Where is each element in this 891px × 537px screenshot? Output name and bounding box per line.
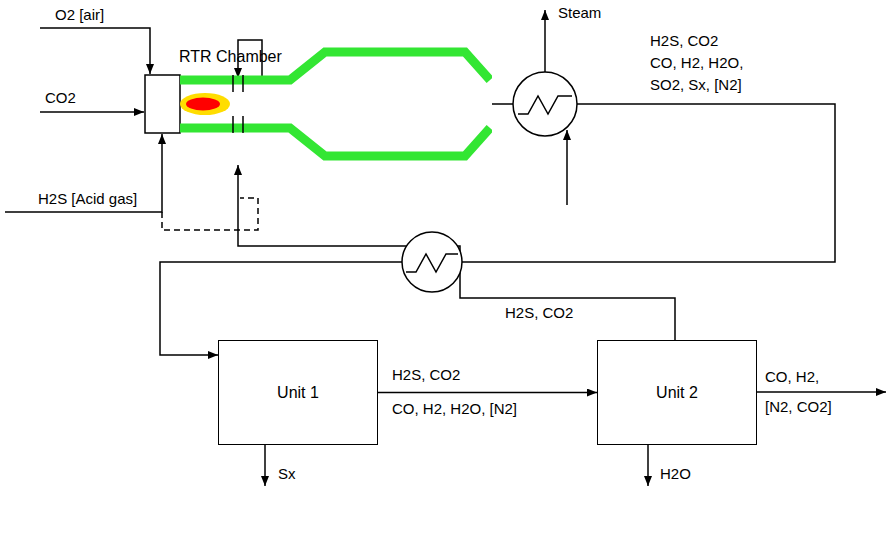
stream-label: H2S, CO2 (392, 366, 460, 384)
stream-label: CO, H2, H2O, [N2] (392, 400, 517, 418)
heat-exchanger (402, 232, 462, 292)
flame (180, 93, 230, 115)
water-inlet-line (566, 130, 568, 205)
acid-gas-feed-line (5, 134, 162, 212)
stream-label: Steam (558, 4, 601, 22)
process-box: Unit 2 (597, 340, 757, 445)
chamber-throat (232, 75, 234, 92)
box-label: Unit 2 (656, 384, 698, 402)
stream-label: H2S, CO2 CO, H2, H2O, SO2, Sx, [N2] (650, 30, 747, 96)
heat-exchanger (513, 72, 577, 136)
process-stream (378, 392, 597, 394)
reactor-chamber: RTR Chamber (178, 44, 492, 165)
process-stream (160, 104, 835, 355)
stream-label: CO2 (45, 89, 76, 107)
steam-outlet-line (544, 10, 546, 72)
stream-label: H2O (660, 465, 691, 483)
chamber-throat (232, 116, 234, 133)
stream-label: O2 [air] (55, 6, 104, 24)
stream-label: H2S [Acid gas] (38, 190, 137, 208)
sulfur-outlet-line (264, 445, 266, 486)
co2-feed-line (40, 111, 144, 113)
optional-split-line (162, 198, 258, 230)
process-box: Unit 1 (218, 340, 378, 445)
chamber-label: RTR Chamber (179, 48, 282, 66)
water-outlet-line (647, 445, 649, 486)
exchanger-coil (406, 254, 458, 272)
burner-box (145, 75, 180, 133)
process-stream (238, 165, 675, 340)
chamber-throat (242, 75, 244, 92)
chamber-throat (242, 116, 244, 133)
exchanger-coil (518, 96, 572, 114)
syngas-outlet-line (757, 391, 886, 393)
chamber-wall (180, 128, 490, 156)
stream-label: CO, H2, [N2, CO2] (765, 362, 843, 422)
oxygen-feed-line (40, 28, 150, 74)
flame-core (186, 98, 220, 111)
box-label: Unit 1 (277, 384, 319, 402)
stream-label: H2S, CO2 (505, 304, 573, 322)
stream-label: Sx (278, 465, 296, 483)
